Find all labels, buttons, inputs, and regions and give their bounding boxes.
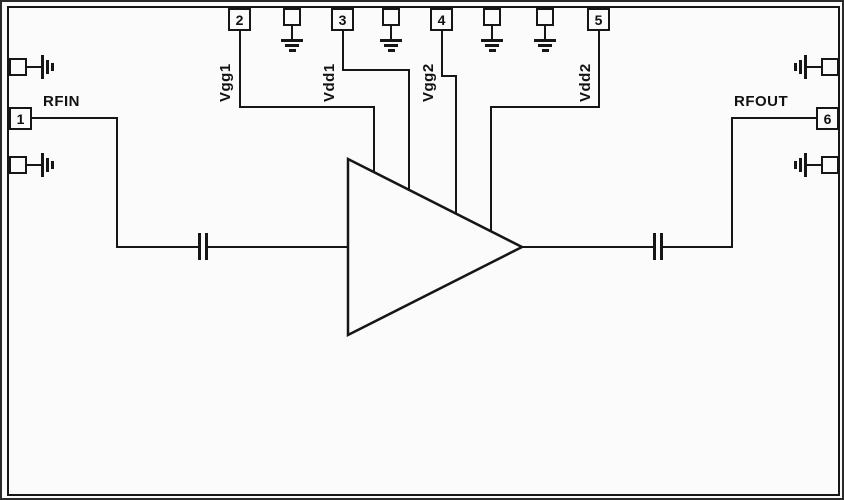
wire-vdd2-down: [598, 31, 600, 108]
ground-icon: [534, 39, 556, 42]
wire-rfin-horizontal: [30, 117, 118, 119]
edge-pad: [821, 156, 839, 174]
ground-icon: [538, 44, 552, 47]
ground-icon: [794, 63, 797, 71]
wire-rfout-horizontal: [731, 117, 816, 119]
ground-icon: [794, 161, 797, 169]
wire-vdd1-to-amp: [408, 69, 410, 199]
wire-vdd2-to-amp: [490, 106, 492, 241]
ground-icon: [46, 158, 49, 172]
vdd1-label: Vdd1: [321, 63, 338, 102]
chip-outline: [7, 6, 840, 496]
ground-stem: [26, 164, 41, 166]
pin-5-box: 5: [587, 8, 610, 31]
ground-icon: [542, 49, 549, 52]
input-capacitor-plate-2: [205, 233, 208, 260]
pin-1-box: 1: [9, 107, 32, 130]
wire-rfout-riser: [731, 117, 733, 248]
pin-6-box: 6: [816, 107, 839, 130]
ground-icon: [388, 49, 395, 52]
ground-stem: [807, 164, 822, 166]
bypass-pad: [536, 8, 554, 26]
ground-icon: [51, 63, 54, 71]
rfout-label: RFOUT: [734, 93, 789, 110]
wire-main-input-b: [207, 246, 352, 248]
wire-vgg1-to-amp: [373, 106, 375, 184]
ground-icon: [41, 153, 44, 177]
pin-2-number: 2: [235, 11, 244, 28]
input-capacitor-plate-1: [198, 233, 201, 260]
vdd2-label: Vdd2: [577, 63, 594, 102]
ground-icon: [380, 39, 402, 42]
ground-stem: [26, 66, 41, 68]
pin-1-number: 1: [16, 110, 25, 127]
ground-icon: [41, 55, 44, 79]
ground-icon: [46, 60, 49, 74]
wire-vgg2-down: [441, 31, 443, 77]
vgg2-label: Vgg2: [420, 63, 437, 102]
edge-pad: [821, 58, 839, 76]
ground-icon: [285, 44, 299, 47]
pin-5-number: 5: [594, 11, 603, 28]
output-capacitor-plate-1: [653, 233, 656, 260]
wire-vdd1-across: [342, 69, 410, 71]
ground-stem: [807, 66, 822, 68]
wire-main-input-a: [116, 246, 198, 248]
rfin-label: RFIN: [43, 93, 80, 110]
wire-vgg1-across: [239, 106, 375, 108]
pin-3-number: 3: [338, 11, 347, 28]
ground-stem: [390, 26, 392, 39]
edge-pad: [9, 156, 27, 174]
wire-vgg2-to-amp: [455, 75, 457, 225]
ground-icon: [51, 161, 54, 169]
wire-main-output-b: [662, 246, 733, 248]
ground-icon: [485, 44, 499, 47]
output-capacitor-plate-2: [660, 233, 663, 260]
pin-4-number: 4: [437, 11, 446, 28]
pin-2-box: 2: [228, 8, 251, 31]
ground-icon: [281, 39, 303, 42]
ground-icon: [489, 49, 496, 52]
pin-4-box: 4: [430, 8, 453, 31]
ground-stem: [491, 26, 493, 39]
pin-3-box: 3: [331, 8, 354, 31]
wire-vdd2-across: [490, 106, 600, 108]
bypass-pad: [283, 8, 301, 26]
vgg1-label: Vgg1: [217, 63, 234, 102]
wire-rfin-drop: [116, 117, 118, 248]
edge-pad: [9, 58, 27, 76]
wire-vgg2-across: [441, 75, 457, 77]
wire-vgg1-down: [239, 31, 241, 108]
ground-icon: [289, 49, 296, 52]
ground-icon: [804, 55, 807, 79]
ground-icon: [799, 60, 802, 74]
wire-main-output-a: [516, 246, 653, 248]
bypass-pad: [382, 8, 400, 26]
ground-stem: [291, 26, 293, 39]
wire-vdd1-down: [342, 31, 344, 71]
ground-icon: [481, 39, 503, 42]
ground-stem: [544, 26, 546, 39]
pin-6-number: 6: [823, 110, 832, 127]
bypass-pad: [483, 8, 501, 26]
ground-icon: [804, 153, 807, 177]
ground-icon: [799, 158, 802, 172]
ground-icon: [384, 44, 398, 47]
